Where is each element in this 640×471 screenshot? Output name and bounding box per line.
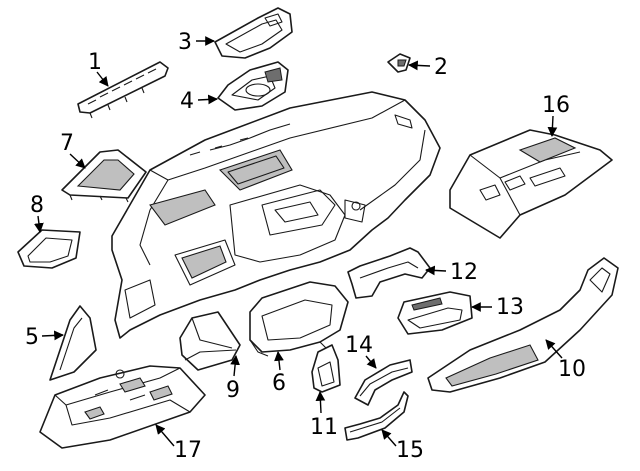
svg-text:15: 15 [396,438,424,463]
part-7-side-vent [61,149,147,203]
svg-text:14: 14 [345,333,373,358]
part-4-center-housing [217,61,289,111]
svg-text:4: 4 [180,89,194,114]
callout-13: 13 [471,295,524,320]
svg-text:2: 2 [434,55,448,80]
callout-17: 17 [155,424,202,463]
part-5-end-cap [49,305,97,381]
part-8-vent-bezel [17,229,81,269]
callout-16: 16 [542,93,570,137]
part-11-small-bezel [311,344,341,393]
svg-text:11: 11 [310,415,338,440]
callout-14: 14 [345,333,377,369]
instrument-panel [111,91,441,339]
part-9-glove-box [179,311,241,371]
part-3-upper-bezel [214,7,293,59]
callout-9: 9 [226,355,240,403]
part-15-trim-strip [344,391,409,441]
part-14-trim-piece [354,359,413,406]
svg-text:17: 17 [174,438,202,463]
svg-text:16: 16 [542,93,570,118]
svg-text:10: 10 [558,357,586,382]
callout-3: 3 [178,30,215,55]
svg-text:7: 7 [60,131,74,156]
callout-10: 10 [545,339,586,382]
part-2-clip [387,53,411,73]
part-16-side-panel [449,129,613,239]
callout-5: 5 [25,325,64,350]
svg-text:1: 1 [88,50,102,75]
callout-1: 1 [88,50,109,87]
part-1-defroster-grille [77,61,169,119]
callout-7: 7 [60,131,86,169]
callout-2: 2 [408,55,448,80]
callout-11: 11 [310,391,338,440]
callout-12: 12 [425,260,478,285]
svg-text:9: 9 [226,378,240,403]
svg-text:13: 13 [496,295,524,320]
part-6-cluster-hood [249,281,349,357]
callout-4: 4 [180,89,218,114]
svg-text:6: 6 [272,371,286,396]
part-12-bracket [347,247,431,299]
callout-15: 15 [381,429,424,463]
svg-text:3: 3 [178,30,192,55]
callout-8: 8 [30,193,44,233]
part-10-dash-trim [427,257,619,393]
svg-text:12: 12 [450,260,478,285]
callout-6: 6 [272,351,286,396]
part-17-lower-panel [39,365,206,449]
svg-text:5: 5 [25,325,39,350]
part-13-switch-bezel [397,291,473,335]
svg-text:8: 8 [30,193,44,218]
